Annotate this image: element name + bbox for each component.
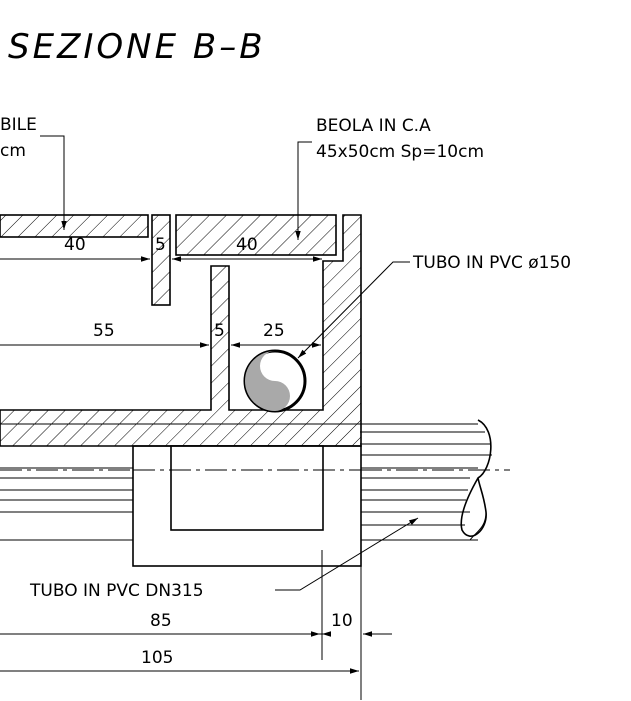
dim-5-top: 5 — [155, 235, 166, 255]
left-label-line1: BILE — [0, 115, 37, 135]
leader-lines — [40, 135, 419, 591]
beola-label-line2: 45x50cm Sp=10cm — [316, 142, 484, 162]
dim-5-mid: 5 — [214, 321, 225, 341]
beola-label-line1: BEOLA IN C.A — [316, 116, 431, 136]
tubo-dn315-label: TUBO IN PVC DN315 — [29, 581, 204, 601]
left-label-line2: cm — [0, 141, 26, 161]
dim-105: 105 — [141, 648, 173, 668]
tubo-d150-label: TUBO IN PVC ø150 — [412, 253, 571, 273]
dim-10: 10 — [331, 611, 353, 631]
dim-40-left: 40 — [64, 235, 86, 255]
dimension-lines — [0, 256, 392, 700]
concrete-body — [0, 214, 362, 447]
pvc-d150-pipe — [243, 349, 307, 413]
lower-box — [132, 445, 362, 567]
dim-85: 85 — [150, 611, 172, 631]
dim-40-right: 40 — [236, 235, 258, 255]
dim-25: 25 — [263, 321, 285, 341]
dim-55: 55 — [93, 321, 115, 341]
section-title: SEZIONE B–B — [8, 27, 266, 67]
